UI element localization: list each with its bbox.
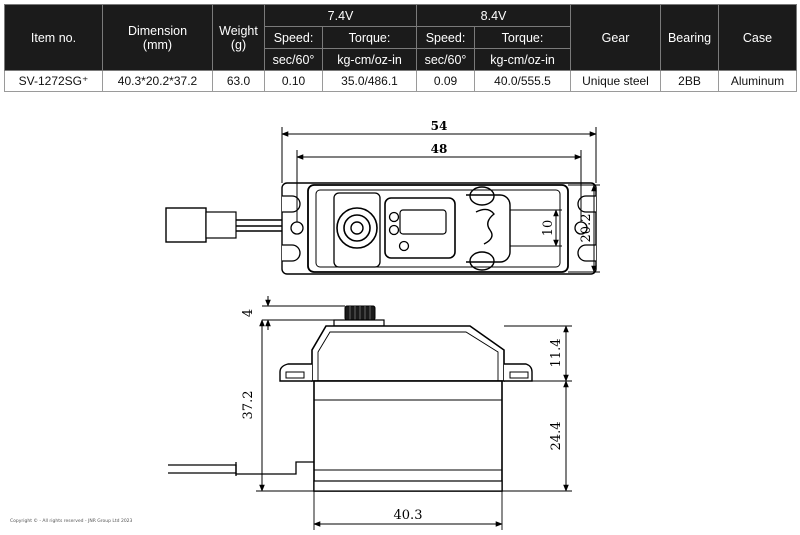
label-plate [384, 197, 456, 259]
cell-case: Aluminum [718, 70, 797, 92]
dim-total-height: 37.2 [241, 391, 256, 420]
cable-side [168, 461, 314, 476]
header-voltage-8-4: 8.4V [416, 4, 571, 27]
cell-speed-7-4: 0.10 [264, 70, 323, 92]
header-dimension-label: Dimension [127, 23, 188, 38]
side-view: 4 37.2 11.4 24.4 40.3 [168, 296, 572, 530]
header-weight-unit: (g) [230, 37, 247, 52]
header-torque-8-4: Torque: [474, 26, 571, 49]
dim-lower-case-height: 24.4 [549, 422, 564, 451]
header-speed-7-4: Speed: [264, 26, 323, 49]
output-spline-side [333, 305, 385, 327]
cell-torque-7-4: 35.0/486.1 [322, 70, 417, 92]
dim-width: 20.2 [579, 214, 594, 243]
logo-emblem [466, 186, 511, 271]
cell-item-no: SV-1272SG⁺ [4, 70, 103, 92]
dim-upper-case-height: 11.4 [549, 339, 564, 368]
cable-connector-top [165, 207, 282, 243]
dim-spline-height: 4 [241, 309, 256, 317]
header-item-no: Item no. [4, 4, 103, 71]
header-voltage-7-4: 7.4V [264, 4, 417, 27]
dim-body-length: 40.3 [394, 508, 423, 523]
cell-torque-8-4: 40.0/555.5 [474, 70, 571, 92]
cell-speed-8-4: 0.09 [416, 70, 475, 92]
header-case: Case [718, 4, 797, 71]
top-view: 54 48 10 20.2 [165, 119, 600, 275]
header-torque-7-4: Torque: [322, 26, 417, 49]
header-gear: Gear [570, 4, 661, 71]
lower-case-side [313, 380, 503, 492]
spec-table: Item no. Dimension (mm) Weight (g) 7.4V … [4, 4, 797, 92]
cell-dimension: 40.3*20.2*37.2 [102, 70, 213, 92]
header-torque-unit-8-4: kg-cm/oz-in [474, 48, 571, 71]
cell-gear: Unique steel [570, 70, 661, 92]
header-weight: Weight (g) [212, 4, 265, 71]
cell-bearing: 2BB [660, 70, 719, 92]
table-row: SV-1272SG⁺ 40.3*20.2*37.2 63.0 0.10 35.0… [4, 70, 797, 92]
header-torque-unit-7-4: kg-cm/oz-in [322, 48, 417, 71]
header-bearing: Bearing [660, 4, 719, 71]
dim-hole-spacing-vertical: 10 [541, 220, 556, 237]
header-dimension: Dimension (mm) [102, 4, 213, 71]
output-spline-top [333, 192, 381, 268]
header-dimension-unit: (mm) [142, 37, 173, 52]
dim-mount-hole-spacing: 48 [431, 142, 448, 156]
technical-drawing: 54 48 10 20.2 [165, 119, 600, 530]
header-speed-unit-8-4: sec/60° [416, 48, 475, 71]
cell-weight: 63.0 [212, 70, 265, 92]
header-speed-8-4: Speed: [416, 26, 475, 49]
upper-case-side [311, 325, 505, 382]
copyright-notice: Copyright © - All rights reserved - JNR … [10, 519, 133, 524]
header-speed-unit-7-4: sec/60° [264, 48, 323, 71]
header-weight-label: Weight [219, 23, 258, 38]
mount-holes-right [574, 195, 596, 262]
dim-overall-length: 54 [431, 119, 448, 133]
